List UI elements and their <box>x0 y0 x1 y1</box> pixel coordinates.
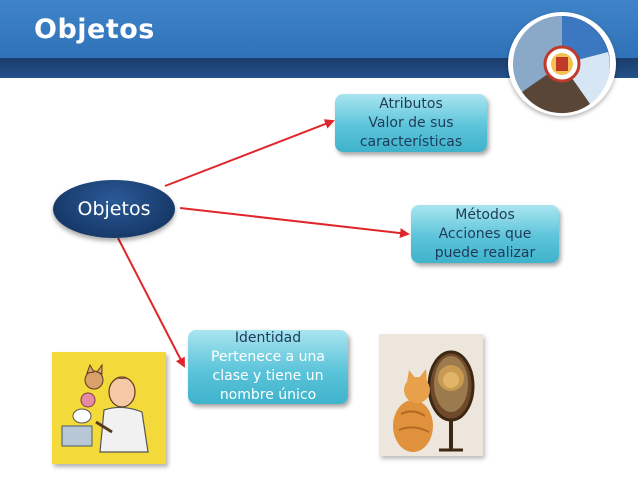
arrow-to-methods <box>179 207 410 239</box>
arrow-to-identity <box>117 237 185 368</box>
attributes-line: características <box>359 133 463 150</box>
cat-mirror-lion-photo <box>379 334 483 456</box>
header-strip <box>0 58 638 78</box>
university-seal-logo <box>508 12 616 116</box>
attributes-box: Atributos Valor de sus características <box>335 94 487 152</box>
identity-title: Identidad <box>234 330 302 346</box>
attributes-line: Valor de sus <box>368 114 454 131</box>
page-title: Objetos <box>34 14 155 45</box>
methods-line: puede realizar <box>434 244 536 261</box>
arrow-to-attributes <box>164 119 335 187</box>
methods-title: Métodos <box>455 206 515 223</box>
methods-box: Métodos Acciones que puede realizar <box>411 205 559 263</box>
methods-line: Acciones que <box>438 225 532 242</box>
center-node-label: Objetos <box>77 198 151 220</box>
identity-line: Pertenece a una <box>210 349 326 365</box>
person-with-animals-illustration <box>52 352 166 464</box>
identity-box: Identidad Pertenece a una clase y tiene … <box>188 330 348 404</box>
identity-line: nombre único <box>219 387 317 403</box>
center-node-objetos: Objetos <box>53 180 175 238</box>
identity-line: clase y tiene un <box>212 368 324 384</box>
attributes-title: Atributos <box>379 95 443 112</box>
